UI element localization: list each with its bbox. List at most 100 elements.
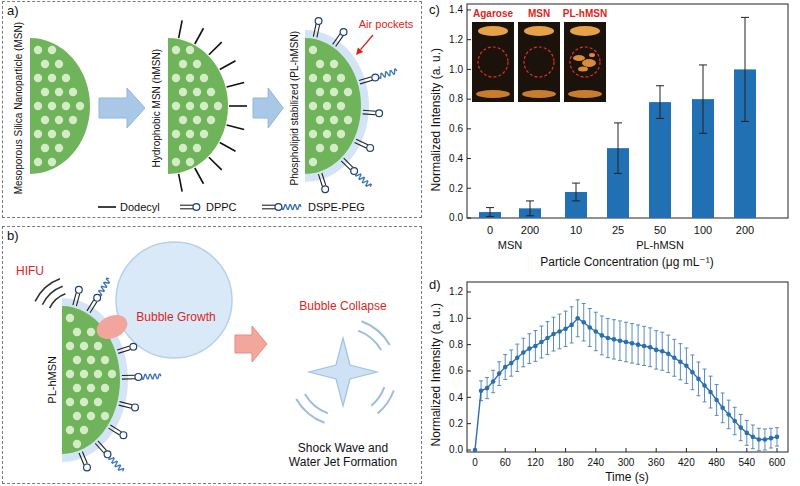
- echo-signal: [589, 53, 595, 57]
- data-point: [648, 345, 653, 350]
- tick-label: 100: [694, 224, 712, 237]
- error-cap: [666, 372, 670, 373]
- data-point: [587, 325, 592, 330]
- pore: [55, 88, 63, 96]
- echo-signal: [573, 55, 585, 61]
- pore: [316, 60, 324, 68]
- axis-tick: [535, 448, 536, 452]
- lipid-tail: [359, 77, 371, 81]
- error-cap: [486, 207, 494, 208]
- data-point: [714, 398, 719, 403]
- axis-tick: [467, 397, 471, 398]
- shock-arc: [296, 399, 324, 423]
- tick-label: 10: [570, 224, 582, 237]
- shock-arc: [305, 394, 328, 413]
- error-cap: [594, 312, 598, 313]
- panel-letter: d): [429, 278, 441, 293]
- pore: [200, 74, 208, 82]
- data-point: [726, 412, 731, 417]
- process-arrow: [99, 88, 145, 128]
- error-cap: [503, 354, 507, 355]
- error-cap: [576, 336, 580, 337]
- pore: [69, 116, 77, 124]
- pore: [34, 74, 42, 82]
- error-cap: [558, 314, 562, 315]
- data-point: [678, 359, 683, 364]
- lipid-tail: [180, 205, 193, 206]
- echo-signal: [522, 90, 556, 98]
- lipid-tail: [119, 405, 132, 408]
- error-cap: [576, 299, 580, 300]
- data-point: [660, 349, 665, 354]
- inset-label: PL-hMSN: [563, 8, 607, 20]
- pore: [34, 46, 42, 54]
- pore: [101, 412, 109, 420]
- error-cap: [614, 173, 622, 174]
- tick-label: 360: [648, 457, 665, 469]
- group-label: MSN: [498, 239, 522, 252]
- pore: [179, 60, 187, 68]
- data-point: [738, 425, 743, 430]
- error-cap: [672, 376, 676, 377]
- error-cap: [509, 376, 513, 377]
- pore: [193, 116, 201, 124]
- pore: [309, 102, 317, 110]
- error-bar: [745, 17, 746, 121]
- collapse-stage: Bubble CollapseShock Wave and Water Jet …: [270, 296, 416, 474]
- data-point: [563, 327, 568, 332]
- error-cap: [751, 448, 755, 449]
- pore: [34, 130, 42, 138]
- data-point: [581, 320, 586, 325]
- error-cap: [606, 357, 610, 358]
- error-cap: [521, 338, 525, 339]
- pore: [337, 130, 345, 138]
- lipid-tail: [95, 443, 104, 453]
- tick-label: 540: [738, 457, 755, 469]
- pore: [186, 158, 194, 166]
- data-point: [569, 323, 574, 328]
- ultrasound-inset: [518, 22, 560, 102]
- error-cap: [739, 414, 743, 415]
- data-point: [751, 435, 756, 440]
- lipid-tail: [262, 205, 275, 206]
- bar: [649, 102, 671, 218]
- pore-group: [309, 46, 352, 166]
- pore: [87, 328, 95, 336]
- axis-tick: [467, 158, 471, 159]
- lipid-head: [376, 110, 383, 117]
- data-point: [594, 329, 599, 334]
- pore: [337, 74, 345, 82]
- dodecyl-chain: [209, 157, 222, 170]
- axis-tick: [467, 9, 471, 10]
- data-point: [708, 390, 713, 395]
- pore: [94, 398, 102, 406]
- pore: [330, 144, 338, 152]
- error-cap: [539, 357, 543, 358]
- pore: [87, 384, 95, 392]
- pore: [34, 158, 42, 166]
- error-cap: [656, 85, 664, 86]
- axis-tick: [467, 370, 471, 371]
- pore: [66, 314, 74, 322]
- tick-label: 300: [618, 457, 635, 469]
- error-cap: [582, 303, 586, 304]
- tick-label: 1.2: [449, 34, 463, 46]
- legend-text: DPPC: [206, 201, 237, 214]
- lipid-tail: [341, 161, 350, 170]
- tick-label: 120: [527, 457, 544, 469]
- lipid-shell: [73, 278, 161, 471]
- stage-caption: Shock Wave and Water Jet Formation: [284, 442, 402, 470]
- error-bar: [576, 183, 577, 201]
- pore: [94, 342, 102, 350]
- error-cap: [545, 354, 549, 355]
- axis-tick: [467, 318, 471, 319]
- pore: [73, 440, 81, 448]
- error-cap: [491, 370, 495, 371]
- pore-group: [34, 46, 84, 166]
- error-cap: [572, 183, 580, 184]
- pore: [80, 370, 88, 378]
- ultrasound-inset: [472, 22, 514, 102]
- plot-frame: [467, 282, 788, 452]
- tick-label: 0.4: [449, 153, 463, 165]
